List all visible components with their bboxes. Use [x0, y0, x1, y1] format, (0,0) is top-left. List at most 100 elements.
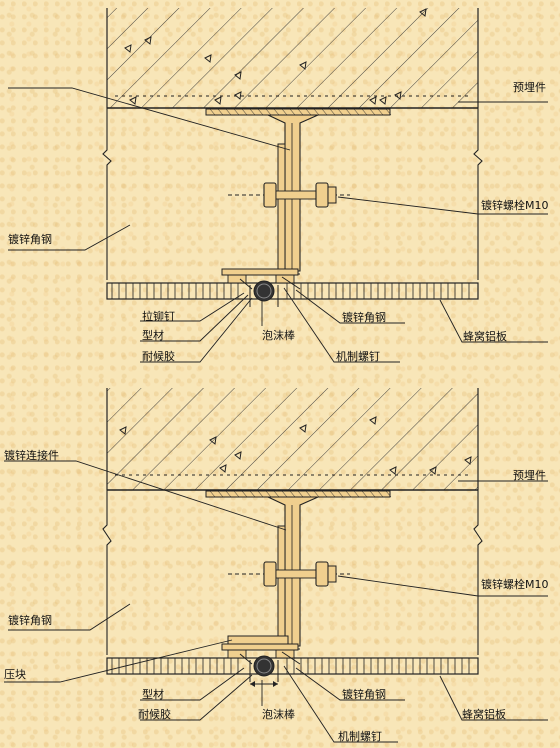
label-press-block: 压块 — [4, 668, 26, 681]
wall-left-break — [102, 108, 112, 280]
plate-hatch — [321, 108, 328, 116]
leader-sealant-top — [140, 297, 253, 363]
aggregate-mark — [429, 466, 437, 475]
wall-left-break — [102, 490, 112, 655]
profile-leg-left — [227, 274, 247, 284]
aggregate-mark — [234, 71, 242, 80]
leader-bolt-bottom — [337, 575, 548, 597]
aggregate-mark — [419, 8, 427, 17]
leader-profile-top — [140, 294, 249, 342]
rivet — [239, 278, 253, 290]
aggregate-mark — [299, 61, 307, 70]
aggregate-mark — [129, 96, 137, 105]
label-sealant-top: 耐候胶 — [142, 350, 175, 363]
plate-hatch — [209, 108, 216, 116]
leader-panel-top — [439, 299, 548, 343]
label-galv-connector: 镀锌连接件 — [4, 449, 59, 462]
leader-screw-bottom — [283, 665, 398, 743]
aggregate-mark — [379, 96, 387, 105]
label-embedded-part-bottom: 预埋件 — [513, 469, 546, 482]
label-honeycomb-panel-bottom: 蜂窝铝板 — [462, 708, 506, 721]
bolt-head — [263, 182, 277, 208]
leader-angle-right-top — [295, 289, 405, 324]
bolt-shank — [275, 569, 317, 579]
leader-angle-right-bottom — [295, 667, 405, 701]
label-embedded-part-top: 预埋件 — [513, 81, 546, 94]
concrete-slab — [107, 388, 478, 490]
machine-screw — [281, 651, 301, 665]
plate-hatch — [361, 490, 368, 498]
aggregate-mark — [394, 91, 402, 100]
plate-hatch — [289, 108, 296, 116]
plate-hatch — [233, 108, 240, 116]
plate-hatch — [345, 490, 352, 498]
plate-hatch — [265, 490, 272, 498]
label-machine-screw-bottom: 机制螺钉 — [338, 730, 382, 743]
leader-press-block — [4, 639, 233, 683]
bolt-nut — [315, 561, 329, 587]
detail-bottom — [4, 388, 548, 743]
plate-hatch — [337, 490, 344, 498]
aggregate-mark — [389, 466, 397, 475]
label-rivet: 拉铆钉 — [142, 310, 175, 323]
label-sealant-bottom: 耐候胶 — [138, 708, 171, 721]
plate-hatch — [249, 490, 256, 498]
plate-hatch — [233, 490, 240, 498]
plate-hatch — [225, 108, 232, 116]
wall-right-break — [473, 108, 483, 280]
bolt-washer — [327, 186, 337, 204]
plate-hatch — [321, 490, 328, 498]
leader-angle-left-top — [8, 224, 131, 251]
plate-hatch — [289, 490, 296, 498]
joint-arrow-head-left — [250, 681, 255, 687]
label-galv-angle-right-bottom: 镀锌角钢 — [342, 688, 386, 701]
embedded-plate — [205, 108, 391, 116]
aggregate-mark — [204, 54, 212, 63]
leader-screw-top — [283, 287, 400, 363]
leader-panel-bottom — [439, 675, 548, 721]
plate-hatch — [241, 490, 248, 498]
plate-hatch — [217, 108, 224, 116]
plate-hatch — [369, 108, 376, 116]
plate-hatch — [281, 108, 288, 116]
label-galv-angle-left-top: 镀锌角钢 — [8, 233, 52, 246]
foam-rod-inner — [256, 283, 272, 299]
plate-hatch — [249, 108, 256, 116]
leader-connector — [4, 460, 287, 531]
bolt-nut — [315, 182, 329, 208]
label-galv-angle-left-bottom: 镀锌角钢 — [8, 614, 52, 627]
aggregate-mark — [369, 416, 377, 425]
label-galv-angle-right-top: 镀锌角钢 — [342, 311, 386, 324]
plate-hatch — [257, 108, 264, 116]
galvanized-angle — [277, 143, 286, 272]
plate-hatch — [305, 490, 312, 498]
press-block — [227, 635, 289, 645]
aggregate-mark — [369, 96, 377, 105]
plate-hatch — [361, 108, 368, 116]
plate-hatch — [281, 490, 288, 498]
aggregate-mark — [234, 91, 242, 100]
plate-hatch — [273, 108, 280, 116]
label-profile-top: 型材 — [142, 329, 164, 342]
leader-angle-left-bottom — [8, 603, 131, 631]
plate-hatch — [297, 490, 304, 498]
plate-hatch — [225, 490, 232, 498]
leader-rivet — [140, 292, 245, 322]
wall-right-break — [473, 490, 483, 655]
aggregate-mark — [234, 451, 242, 460]
label-honeycomb-panel-top: 蜂窝铝板 — [463, 330, 507, 343]
plate-hatch — [241, 108, 248, 116]
plate-hatch — [313, 108, 320, 116]
leader-bolt-top — [337, 196, 548, 215]
foam-rod-inner — [256, 658, 272, 674]
machine-screw — [281, 276, 301, 290]
plate-hatch — [385, 108, 392, 116]
plate-hatch — [369, 490, 376, 498]
plate-hatch — [257, 490, 264, 498]
aggregate-mark — [464, 456, 472, 465]
label-foam-rod-top: 泡沫棒 — [262, 329, 295, 342]
leader-sealant-bottom — [140, 674, 253, 721]
plate-hatch — [305, 108, 312, 116]
bolt-head — [263, 561, 277, 587]
